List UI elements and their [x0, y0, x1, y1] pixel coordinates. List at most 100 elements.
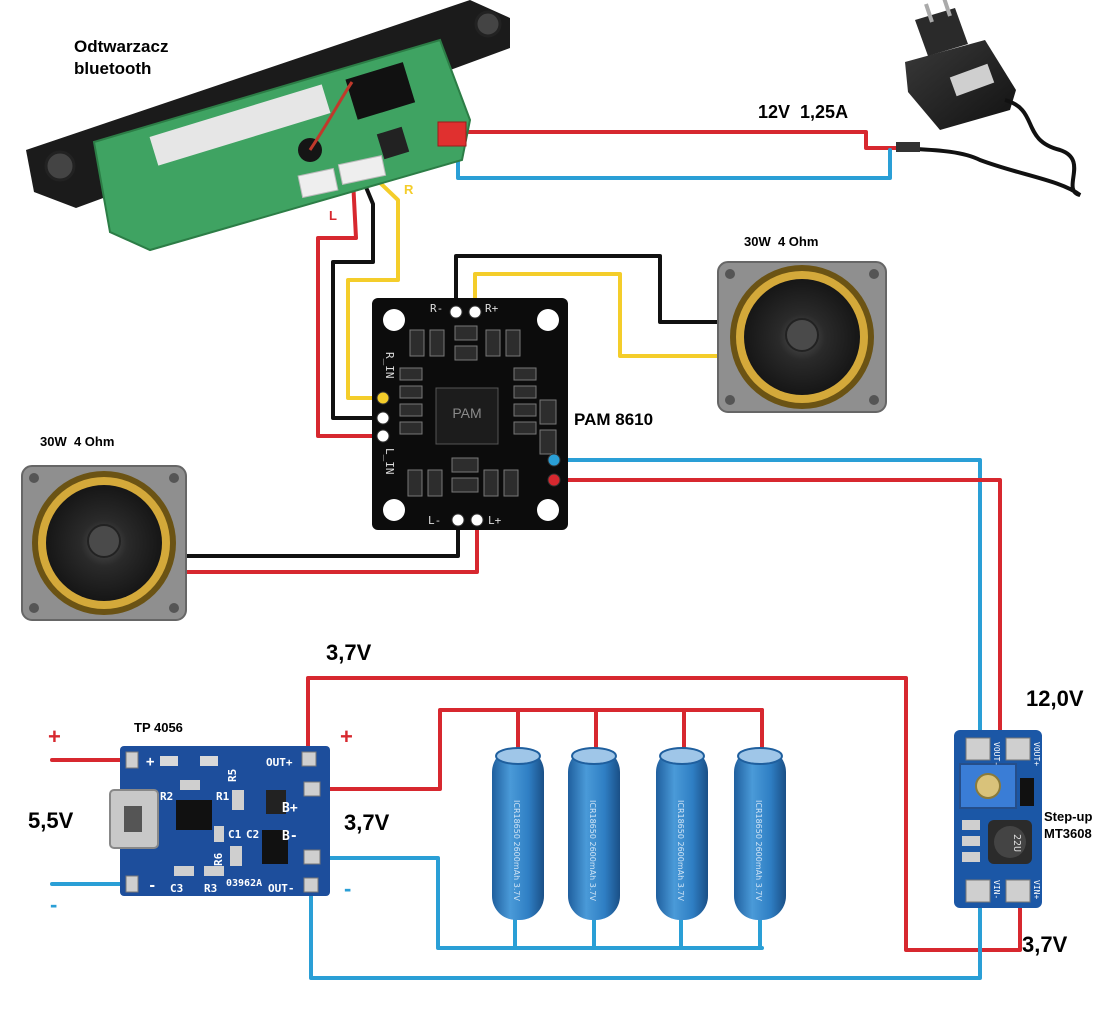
- amp-pad-l-plus: [470, 513, 484, 527]
- boost-smd: [962, 820, 980, 862]
- charger-pad-b-plus: [303, 781, 321, 797]
- boost-label-vout-plus: VOUT+: [1032, 742, 1041, 766]
- charger-pad-in-plus: [125, 751, 139, 769]
- boost-pad-vin-minus: [965, 879, 991, 903]
- output-plus-sign: +: [340, 724, 353, 749]
- battery-3-text: ICR18650 2600mAh 3.7V: [676, 800, 685, 901]
- amp-pad-pwr-minus: [547, 453, 561, 467]
- spk-right-corner-tr: [869, 269, 879, 279]
- bt-display-ribbon: [149, 84, 331, 166]
- boost-label-vin-minus: VIN-: [992, 880, 1001, 899]
- amp-chip-label: PAM: [452, 405, 481, 421]
- boost-mt3608: 22U VOUT- VOUT+ VIN- VIN+: [954, 730, 1042, 908]
- amplifier-pam8610: PAM R- R+ R_: [372, 298, 568, 530]
- amp-chip: [435, 387, 499, 445]
- amp-hole-br: [537, 499, 559, 521]
- wire-bat-plus: [322, 708, 764, 791]
- amp-pad-gnd: [376, 411, 390, 425]
- wire-out-plus: [306, 676, 1022, 952]
- charger-pad-out-minus: [303, 877, 319, 893]
- spk-left-corner-br: [169, 603, 179, 613]
- spk-left-corner-tr: [169, 473, 179, 483]
- speaker-left-rating: 30W 4 Ohm: [40, 434, 115, 449]
- charger-label-r6: R6: [212, 852, 225, 866]
- input-minus-sign: -: [50, 892, 58, 917]
- wire-supply-minus: [456, 144, 892, 180]
- adapter-cable: [899, 98, 1082, 197]
- wire-audio-gnd: [331, 178, 384, 420]
- wire-bat-minus: [322, 856, 764, 950]
- wire-out-minus: [309, 883, 982, 980]
- bt-wire-label-R: R: [404, 182, 414, 197]
- bt-player-title: Odtwarzacz bluetooth: [74, 37, 169, 78]
- charger-smd: [174, 780, 286, 876]
- charger-label-r3: R3: [204, 882, 217, 895]
- battery-1: ICR18650 2600mAh 3.7V: [492, 747, 544, 920]
- charger-label-in-minus: -: [148, 878, 156, 894]
- charger-label-r2: R2: [160, 790, 173, 803]
- spk-left-corner-bl: [29, 603, 39, 613]
- charger-title: TP 4056: [134, 720, 183, 735]
- bt-power-connector: [437, 121, 467, 147]
- wire-audio-L: [316, 178, 384, 438]
- wire-audio-R: [346, 176, 400, 400]
- bt-chip: [376, 126, 410, 160]
- charger-label-out-minus: OUT-: [268, 882, 295, 895]
- voltage-battery-label: 3,7V: [344, 810, 390, 835]
- boost-silkscreen: VOUT- VOUT+ VIN- VIN+: [992, 742, 1041, 899]
- charger-label-c1: C1: [228, 828, 242, 841]
- battery-3: ICR18650 2600mAh 3.7V: [656, 747, 708, 920]
- boost-label-vin-plus: VIN+: [1032, 880, 1041, 899]
- bt-audio-connector: [337, 155, 387, 185]
- speaker-right: [717, 261, 887, 413]
- boost-pot-screw: [975, 773, 1001, 799]
- spk-right-dustcap: [785, 318, 819, 352]
- adapter-pin-1: [924, 3, 934, 23]
- spk-left-dustcap: [87, 524, 121, 558]
- wire-spk-right-plus: [473, 272, 722, 358]
- amp-components: [399, 325, 557, 497]
- output-minus-sign: -: [344, 876, 352, 901]
- charger-pad-in-minus: [125, 875, 139, 893]
- boost-label-vout-minus: VOUT-: [992, 742, 1001, 766]
- voltage-boost-in-label: 3,7V: [1022, 932, 1068, 957]
- amp-title: PAM 8610: [574, 410, 654, 429]
- voltage-input-label: 5,5V: [28, 808, 74, 833]
- boost-inductor-core: [994, 826, 1026, 858]
- bt-wire-label-L: L: [329, 208, 337, 223]
- amp-label-r-plus: R+: [485, 302, 499, 315]
- spk-right-corner-br: [869, 395, 879, 405]
- wire-amp-gnd: [553, 458, 982, 742]
- amp-label-lin: L_IN: [383, 448, 396, 475]
- voltage-top-label: 3,7V: [326, 640, 372, 665]
- amp-hole-bl: [383, 499, 405, 521]
- wire-spk-left-plus: [180, 518, 479, 574]
- adapter-label: [949, 63, 995, 97]
- amp-label-l-minus: L-: [428, 514, 441, 527]
- bt-mount-hole-left: [44, 150, 76, 182]
- amp-pad-r-plus: [468, 305, 482, 319]
- charger-pad-out-plus: [301, 751, 317, 767]
- charger-pad-b-minus: [303, 849, 321, 865]
- bt-usb-port: [345, 62, 416, 120]
- charger-tp4056: OUT+ B+ B- OUT- + - R5 R2 R1 C1 C2 R6 C3…: [109, 746, 330, 896]
- adapter-dc-plug: [896, 142, 920, 152]
- bt-side-connector: [297, 167, 339, 199]
- charger-led-1: [160, 756, 178, 766]
- input-plus-sign: +: [48, 724, 61, 749]
- charger-usb-slot: [124, 806, 142, 832]
- boost-pad-vin-plus: [1005, 879, 1031, 903]
- boost-title: Step-up MT3608: [1044, 809, 1093, 841]
- speaker-left: [21, 465, 187, 621]
- adapter-plug-base: [915, 8, 968, 56]
- amp-pad-rin: [376, 391, 390, 405]
- charger-label-b-minus: B-: [282, 829, 298, 844]
- amp-pad-pwr-plus: [547, 473, 561, 487]
- battery-1-text: ICR18650 2600mAh 3.7V: [512, 800, 521, 901]
- wire-spk-right-minus: [454, 254, 722, 324]
- spk-right-corner-bl: [725, 395, 735, 405]
- charger-label-b-plus: B+: [282, 801, 298, 816]
- charger-led-2: [200, 756, 218, 766]
- wire-amp-plus: [553, 478, 1002, 742]
